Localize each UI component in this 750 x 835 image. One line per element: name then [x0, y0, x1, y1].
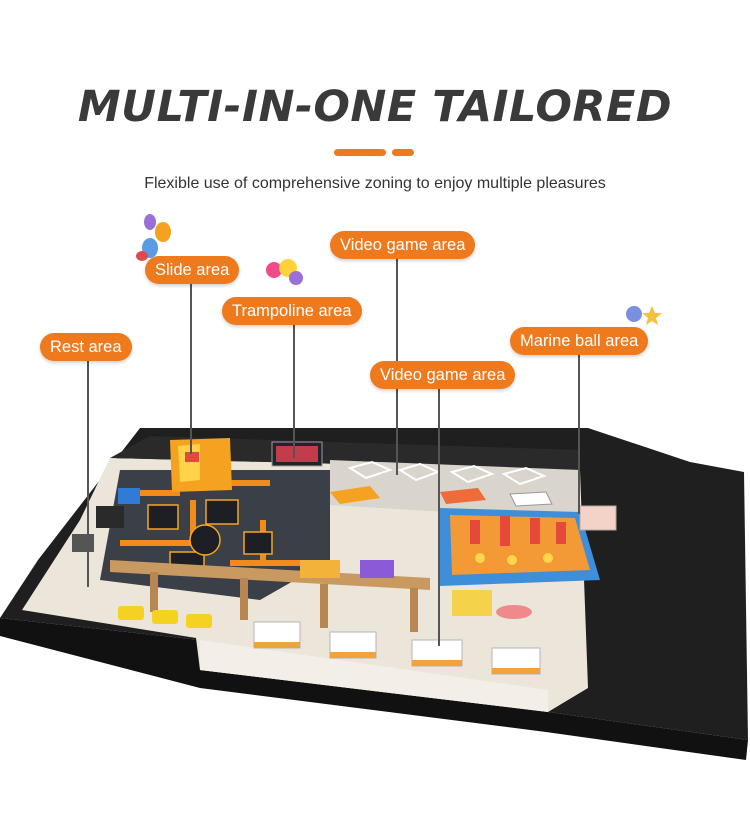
star-balloon-icon — [626, 306, 662, 325]
video-game-area-mid-label: Video game area — [370, 361, 516, 389]
marine-ball-area-leader-line — [578, 354, 580, 514]
balloons-icon — [266, 259, 303, 285]
slide-area-leader-line — [190, 284, 192, 454]
title-underline-short — [392, 149, 414, 156]
balloon-dog-icon — [136, 214, 171, 261]
slide-area-label: Slide area — [145, 256, 240, 284]
trampoline-area-label: Trampoline area — [222, 297, 362, 325]
marine-ball-area-label: Marine ball area — [510, 327, 649, 355]
trampoline-area-leader-line — [293, 325, 295, 458]
rest-area-label: Rest area — [40, 333, 132, 361]
video-game-area-top-label: Video game area — [330, 231, 476, 259]
page-title: MULTI-IN-ONE TAILORED — [77, 82, 673, 132]
rest-area-leader-line — [87, 361, 89, 587]
video-game-area-mid-leader-line — [438, 388, 440, 646]
page-subtitle: Flexible use of comprehensive zoning to … — [144, 175, 606, 192]
title-underline-long — [334, 149, 386, 156]
